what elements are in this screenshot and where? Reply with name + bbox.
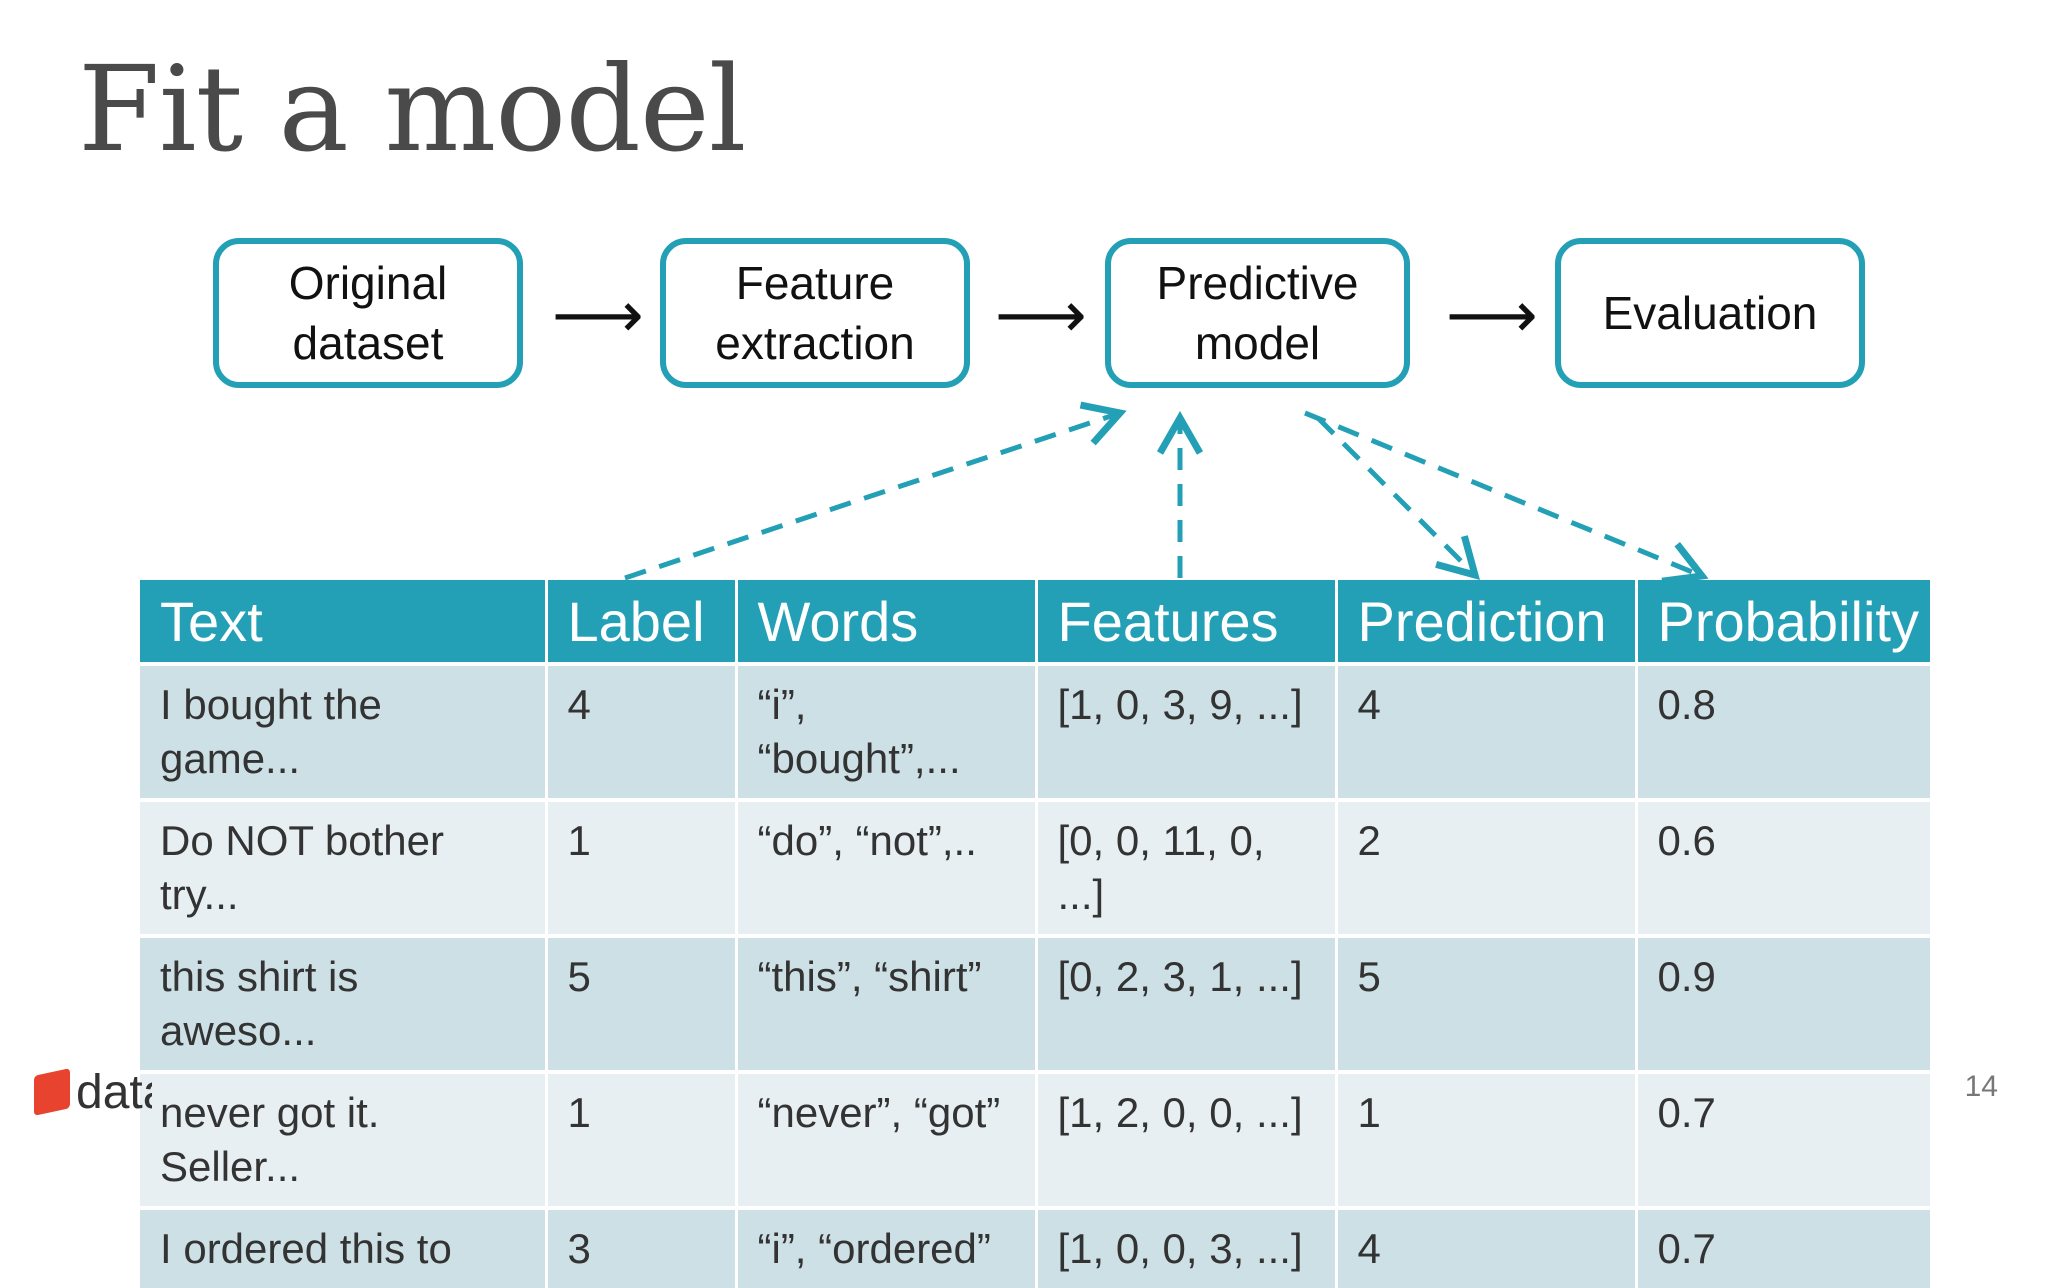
table-cell: “do”, “not”,.. [736, 798, 1038, 936]
column-header-probability: Probability [1636, 580, 1930, 664]
flow-box-label: Original dataset [288, 257, 448, 369]
table-cell: 4 [1336, 1206, 1638, 1288]
table-cell: 4 [546, 662, 738, 800]
table-header-row: Text Label Words Features Prediction Pro… [140, 580, 1930, 664]
table-row: never got it. Seller... 1 “never”, “got”… [140, 1070, 1930, 1208]
table-row: I ordered this to 3 “i”, “ordered” [1, 0… [140, 1206, 1930, 1288]
table-cell: 1 [1336, 1070, 1638, 1208]
flow-arrow-icon: ⟶ [995, 279, 1087, 351]
table-cell: this shirt is aweso... [140, 934, 548, 1072]
table-cell: I ordered this to [140, 1206, 548, 1288]
table-row: I bought the game... 4 “i”, “bought”,...… [140, 662, 1930, 800]
table-cell: 3 [546, 1206, 738, 1288]
table-row: Do NOT bother try... 1 “do”, “not”,.. [0… [140, 798, 1930, 936]
flow-arrow-icon: ⟶ [552, 279, 644, 351]
table-cell: 0.7 [1636, 1070, 1930, 1208]
flow-arrow-icon: ⟶ [1446, 279, 1538, 351]
flow-box-original-dataset: Original dataset [213, 238, 523, 388]
table-cell: 0.9 [1636, 934, 1930, 1072]
column-header-words: Words [736, 580, 1038, 664]
column-header-text: Text [140, 580, 548, 664]
dashed-arrow-label-to-model [624, 401, 1127, 581]
table-cell: 5 [1336, 934, 1638, 1072]
table-cell: 0.6 [1636, 798, 1930, 936]
flow-box-evaluation: Evaluation [1555, 238, 1865, 388]
table-cell: “never”, “got” [736, 1070, 1038, 1208]
flow-box-label: Predictive model [1156, 257, 1359, 369]
logo-text: databricks [76, 1065, 152, 1119]
table-cell: 0.8 [1636, 662, 1930, 800]
table-cell: [0, 2, 3, 1, ...] [1036, 934, 1338, 1072]
data-table: Text Label Words Features Prediction Pro… [140, 580, 1930, 1288]
databricks-logo: databricks [34, 1062, 152, 1122]
table-cell: “i”, “bought”,... [736, 662, 1038, 800]
table-row: this shirt is aweso... 5 “this”, “shirt”… [140, 934, 1930, 1072]
table-cell: [0, 0, 11, 0, ...] [1036, 798, 1338, 936]
slide-title: Fit a model [78, 40, 746, 178]
table-cell: 4 [1336, 662, 1638, 800]
column-header-prediction: Prediction [1336, 580, 1638, 664]
flow-box-feature-extraction: Feature extraction [660, 238, 970, 388]
table-cell: [1, 0, 0, 3, ...] [1036, 1206, 1338, 1288]
flow-box-label: Evaluation [1602, 287, 1818, 339]
flow-box-label: Feature extraction [715, 257, 915, 369]
table-cell: 0.7 [1636, 1206, 1930, 1288]
table-cell: 2 [1336, 798, 1638, 936]
table-cell: [1, 0, 3, 9, ...] [1036, 662, 1338, 800]
table-cell: 1 [546, 798, 738, 936]
table-cell: I bought the game... [140, 662, 548, 800]
table-cell: “i”, “ordered” [736, 1206, 1038, 1288]
dashed-arrow-model-to-probability [1304, 410, 1709, 585]
dashed-arrow-model-to-prediction [1316, 416, 1480, 580]
table-cell: never got it. Seller... [140, 1070, 548, 1208]
column-header-label: Label [546, 580, 738, 664]
page-number: 14 [1964, 1070, 1998, 1103]
databricks-logo-icon [34, 1068, 70, 1116]
table-cell: [1, 2, 0, 0, ...] [1036, 1070, 1338, 1208]
table-cell: 5 [546, 934, 738, 1072]
table-cell: 1 [546, 1070, 738, 1208]
column-header-features: Features [1036, 580, 1338, 664]
dashed-connectors [624, 401, 1709, 585]
table-cell: “this”, “shirt” [736, 934, 1038, 1072]
table-cell: Do NOT bother try... [140, 798, 548, 936]
flow-box-predictive-model: Predictive model [1105, 238, 1410, 388]
